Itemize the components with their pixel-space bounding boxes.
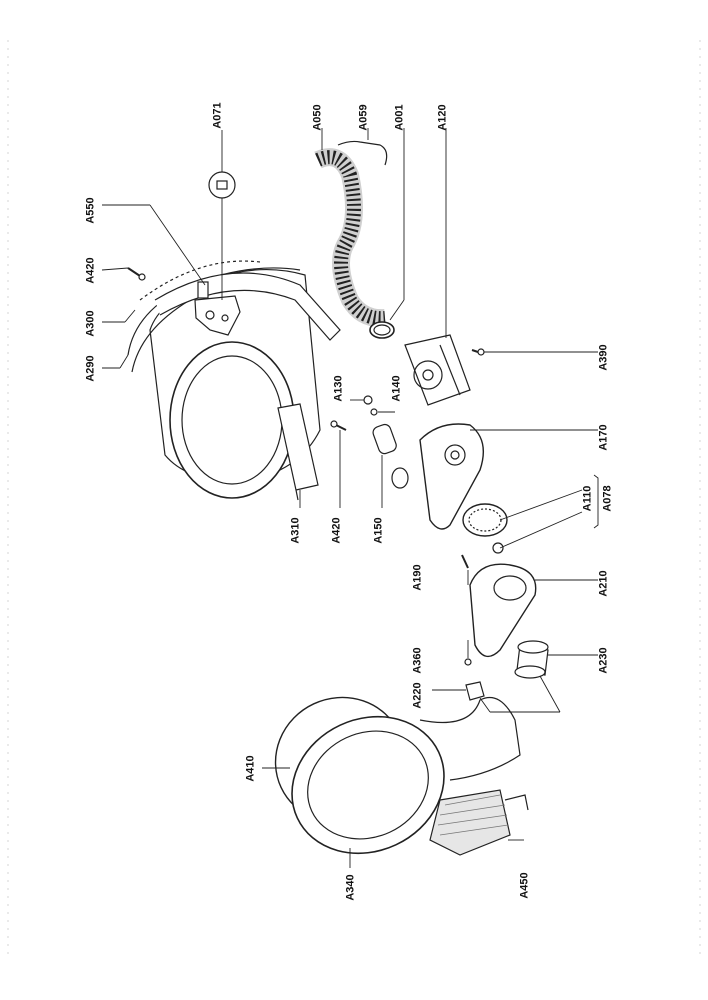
- label-a220: A220: [411, 682, 424, 709]
- part-a190-screw: [461, 554, 469, 569]
- label-a170: A170: [597, 424, 610, 451]
- part-a410-a340-front: [274, 696, 529, 856]
- label-a059: A059: [357, 104, 370, 131]
- part-a210-housing: [469, 563, 537, 658]
- part-a170-cover: [419, 423, 484, 530]
- label-a420-mid: A420: [330, 517, 343, 544]
- part-a140: [370, 408, 378, 416]
- label-a150: A150: [372, 517, 385, 544]
- bracket-a078: [593, 474, 599, 529]
- label-a550: A550: [84, 197, 97, 224]
- label-a210: A210: [597, 570, 610, 597]
- label-a078: A078: [601, 485, 614, 512]
- label-a050: A050: [311, 104, 324, 131]
- label-a290: A290: [84, 355, 97, 382]
- label-a310: A310: [289, 517, 302, 544]
- part-a059-wire: [337, 140, 388, 166]
- part-a130: [363, 395, 373, 405]
- drum-assembly: [127, 260, 341, 501]
- label-a130: A130: [332, 375, 345, 402]
- label-a190: A190: [411, 564, 424, 591]
- part-a390-screw: [471, 349, 479, 353]
- part-a220: [465, 681, 485, 701]
- label-a110: A110: [581, 485, 594, 512]
- part-a420-mid: [330, 420, 347, 431]
- label-a071: A071: [211, 102, 224, 129]
- label-a140: A140: [390, 375, 403, 402]
- label-a001: A001: [393, 104, 406, 131]
- part-a071: [208, 171, 236, 199]
- part-a420-top: [127, 267, 146, 281]
- part-a050-hose: [314, 148, 386, 328]
- label-a360: A360: [411, 647, 424, 674]
- label-a450: A450: [518, 872, 531, 899]
- label-a120: A120: [436, 104, 449, 131]
- label-a340: A340: [344, 874, 357, 901]
- label-a420-top: A420: [84, 257, 97, 284]
- part-a230-filter: [514, 640, 549, 679]
- label-a390: A390: [597, 344, 610, 371]
- label-a300: A300: [84, 310, 97, 337]
- part-a360: [464, 658, 472, 666]
- part-a150-roller: [372, 423, 409, 489]
- label-a230: A230: [597, 647, 610, 674]
- leader-lines: [101, 128, 598, 868]
- part-a390-head: [477, 348, 485, 356]
- part-a001-ring: [369, 321, 395, 339]
- part-a120-motor: [404, 334, 471, 406]
- part-a110-pulley: [462, 503, 508, 554]
- label-a410: A410: [244, 755, 257, 782]
